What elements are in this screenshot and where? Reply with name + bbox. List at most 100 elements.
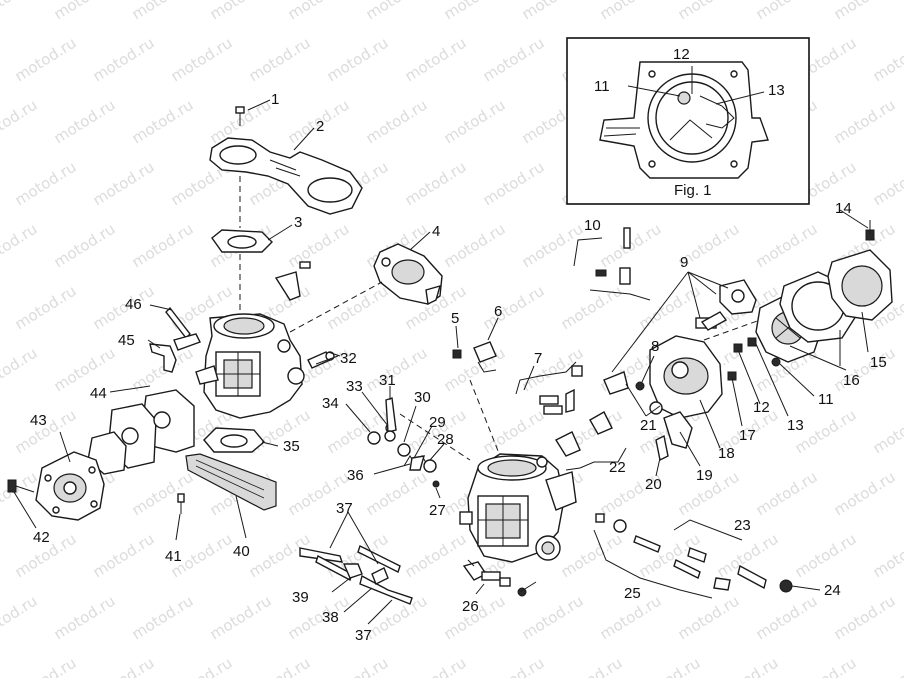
callout-31: 31 xyxy=(379,372,396,389)
watermark-text: motod.ru xyxy=(0,96,40,148)
watermark-text: motod.ru xyxy=(831,468,899,520)
watermark-text: motod.ru xyxy=(324,654,392,678)
callout-43: 43 xyxy=(30,412,47,429)
watermark-text: motod.ru xyxy=(12,158,80,210)
callout-28: 28 xyxy=(437,431,454,448)
watermark-text: motod.ru xyxy=(363,592,431,644)
watermark-text: motod.ru xyxy=(831,592,899,644)
right-assembly xyxy=(573,220,893,462)
callout-44: 44 xyxy=(90,385,107,402)
callout-36: 36 xyxy=(347,467,364,484)
watermark-text: motod.ru xyxy=(831,0,899,23)
callout-7: 7 xyxy=(534,350,542,367)
callout-35: 35 xyxy=(283,438,300,455)
watermark-text: motod.ru xyxy=(90,34,158,86)
watermark-text: motod.ru xyxy=(0,220,40,272)
inset-figure-1: 12 11 13 Fig. 1 xyxy=(566,37,810,205)
callout-19: 19 xyxy=(696,467,713,484)
watermark-text: motod.ru xyxy=(441,344,509,396)
watermark-text: motod.ru xyxy=(441,0,509,23)
gasket-part-3 xyxy=(211,229,273,253)
watermark-text: motod.ru xyxy=(870,530,904,582)
watermark-text: motod.ru xyxy=(792,654,860,678)
callout-labels: 1 2 3 4 5 6 7 8 9 10 11 12 13 14 15 16 1… xyxy=(30,91,887,644)
watermark-text: motod.ru xyxy=(12,654,80,678)
watermark-text: motod.ru xyxy=(714,654,782,678)
watermark-text: motod.ru xyxy=(324,406,392,458)
callout-25: 25 xyxy=(624,585,641,602)
pump-cover-part-43 xyxy=(35,451,105,521)
watermark-text: motod.ru xyxy=(870,34,904,86)
callout-34: 34 xyxy=(322,395,339,412)
watermark-text: motod.ru xyxy=(324,282,392,334)
watermark-text: motod.ru xyxy=(0,344,40,396)
watermark-text: motod.ru xyxy=(636,282,704,334)
callout-12: 12 xyxy=(753,399,770,416)
watermark-text: motod.ru xyxy=(0,0,40,23)
callout-11: 11 xyxy=(818,391,834,408)
watermark-text: motod.ru xyxy=(441,96,509,148)
left-carburetor-body xyxy=(195,313,305,419)
watermark-text: motod.ru xyxy=(363,96,431,148)
screw-part-1 xyxy=(235,106,245,126)
watermark-text: motod.ru xyxy=(90,282,158,334)
fuel-line-parts-37-39 xyxy=(299,511,413,605)
watermark-text: motod.ru xyxy=(675,0,743,23)
callout-5: 5 xyxy=(451,310,459,327)
watermark-text: motod.ru xyxy=(480,654,548,678)
callout-10: 10 xyxy=(584,217,601,234)
watermark-text: motod.ru xyxy=(12,34,80,86)
watermark-text: motod.ru xyxy=(246,654,314,678)
screw-part-42 xyxy=(7,479,35,493)
callout-26: 26 xyxy=(462,598,479,615)
watermark-text: motod.ru xyxy=(129,220,197,272)
pump-part-4 xyxy=(373,243,443,306)
adjuster-screws xyxy=(593,513,793,599)
watermark-text: motod.ru xyxy=(246,34,314,86)
watermark-text: motod.ru xyxy=(90,654,158,678)
callout-23: 23 xyxy=(734,517,751,534)
jet-parts-26 xyxy=(462,559,537,597)
watermark-text: motod.ru xyxy=(402,34,470,86)
watermark-text: motod.ru xyxy=(285,0,353,23)
watermark-text: motod.ru xyxy=(753,0,821,23)
callout-33: 33 xyxy=(346,378,363,395)
watermark-text: motod.ru xyxy=(792,530,860,582)
callout-4: 4 xyxy=(432,223,440,240)
watermark-text: motod.ru xyxy=(51,220,119,272)
callout-2: 2 xyxy=(316,118,324,135)
callout-37-top: 37 xyxy=(336,500,353,517)
callout-45: 45 xyxy=(118,332,135,349)
mounting-plate-part-2 xyxy=(209,137,363,215)
callout-37-bottom: 37 xyxy=(355,627,372,644)
callout-13: 13 xyxy=(787,417,804,434)
watermark-text: motod.ru xyxy=(753,592,821,644)
linkage-small-parts xyxy=(367,341,645,488)
watermark-text: motod.ru xyxy=(129,0,197,23)
watermark-text: motod.ru xyxy=(870,654,904,678)
watermark-text: motod.ru xyxy=(51,0,119,23)
callout-15: 15 xyxy=(870,354,887,371)
callout-42: 42 xyxy=(33,529,50,546)
watermark-text: motod.ru xyxy=(168,34,236,86)
watermark-text: motod.ru xyxy=(480,406,548,458)
watermark-text: motod.ru xyxy=(51,344,119,396)
watermark-text: motod.ru xyxy=(558,654,626,678)
inset-callout-12: 12 xyxy=(673,46,690,63)
callout-8: 8 xyxy=(651,338,659,355)
watermark-text: motod.ru xyxy=(558,530,626,582)
callout-30: 30 xyxy=(414,389,431,406)
watermark-text: motod.ru xyxy=(129,468,197,520)
watermark-text: motod.ru xyxy=(636,654,704,678)
watermark-text: motod.ru xyxy=(441,220,509,272)
callout-22: 22 xyxy=(609,459,626,476)
watermark-text: motod.ru xyxy=(90,530,158,582)
callout-29: 29 xyxy=(429,414,446,431)
watermark-text: motod.ru xyxy=(597,0,665,23)
watermark-text: motod.ru xyxy=(402,530,470,582)
watermark-text: motod.ru xyxy=(519,592,587,644)
callout-46: 46 xyxy=(125,296,142,313)
watermark-text: motod.ru xyxy=(519,220,587,272)
callout-38: 38 xyxy=(322,609,339,626)
watermark-text: motod.ru xyxy=(207,592,275,644)
